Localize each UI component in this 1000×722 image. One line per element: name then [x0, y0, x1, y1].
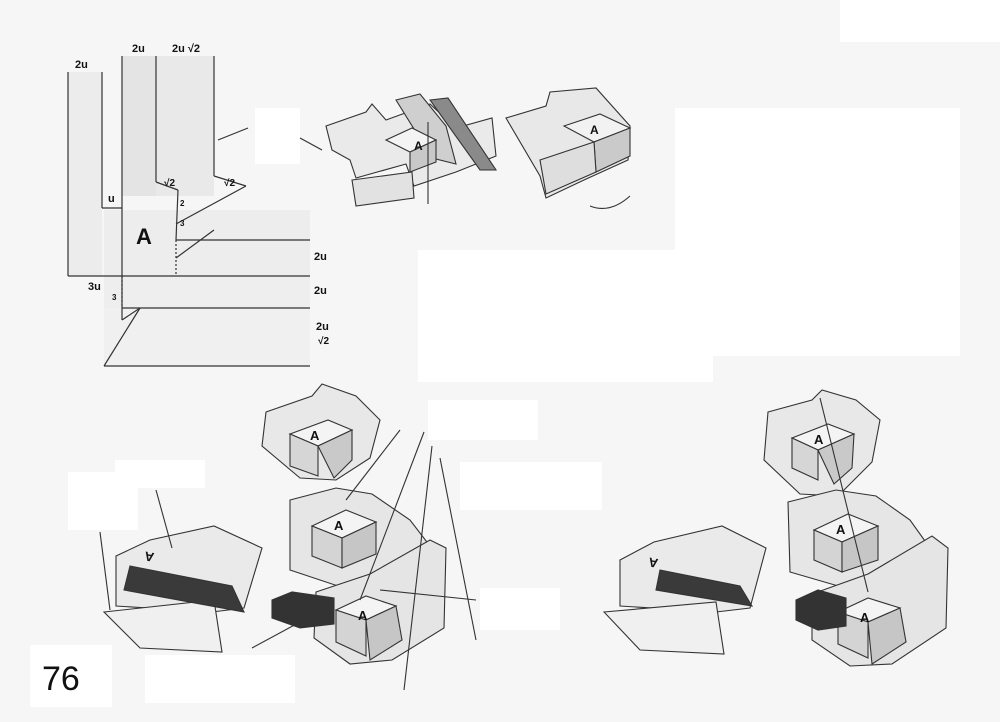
label-2u-mid: 2u [132, 43, 145, 55]
label-u: u [108, 193, 115, 205]
label-3u: 3u [88, 281, 101, 293]
blank-patch [675, 108, 960, 356]
block-letter-right-bottom: A [860, 610, 870, 625]
blank-patch [840, 0, 1000, 42]
block-letter-right-mid: A [836, 522, 846, 537]
blank-patch [145, 655, 295, 703]
blank-patch [428, 400, 538, 440]
blank-patch [255, 108, 300, 164]
block-letter-left-platform: A [143, 548, 155, 565]
block-letter-step2: A [590, 123, 599, 137]
block-letter-left-bottom: A [358, 608, 368, 623]
label-side-3-top: 3 [180, 219, 185, 228]
label-side-3-bottom: 3 [112, 293, 117, 302]
fold-step-1 [325, 93, 498, 207]
label-root2-b: √2 [224, 178, 235, 189]
blank-patch [115, 460, 205, 488]
blank-patch [418, 250, 713, 382]
label-right-2u-root2-b: √2 [318, 336, 329, 347]
block-letter-left-top: A [310, 428, 320, 443]
crease-pattern [67, 56, 323, 367]
assembly-right [602, 389, 949, 667]
block-letter-right-top: A [814, 432, 824, 447]
blank-patch [460, 462, 602, 510]
page-number: 76 [42, 660, 80, 698]
block-letter-left-mid: A [334, 518, 344, 533]
block-letter-right-platform: A [647, 554, 659, 571]
label-2u-left: 2u [75, 59, 88, 71]
label-right-2u-root2-a: 2u [316, 321, 329, 333]
fold-step-2 [505, 87, 632, 209]
label-root2-a: √2 [164, 178, 175, 189]
assembly-left [99, 383, 477, 691]
label-2u-root2: 2u √2 [172, 43, 200, 55]
label-right-2u-a: 2u [314, 251, 327, 263]
block-letter-step1: A [414, 139, 423, 153]
blank-patch [480, 588, 560, 630]
label-side-2: 2 [180, 199, 185, 208]
blank-patch [30, 645, 112, 707]
label-right-2u-b: 2u [314, 285, 327, 297]
block-letter-flat: A [136, 224, 152, 249]
